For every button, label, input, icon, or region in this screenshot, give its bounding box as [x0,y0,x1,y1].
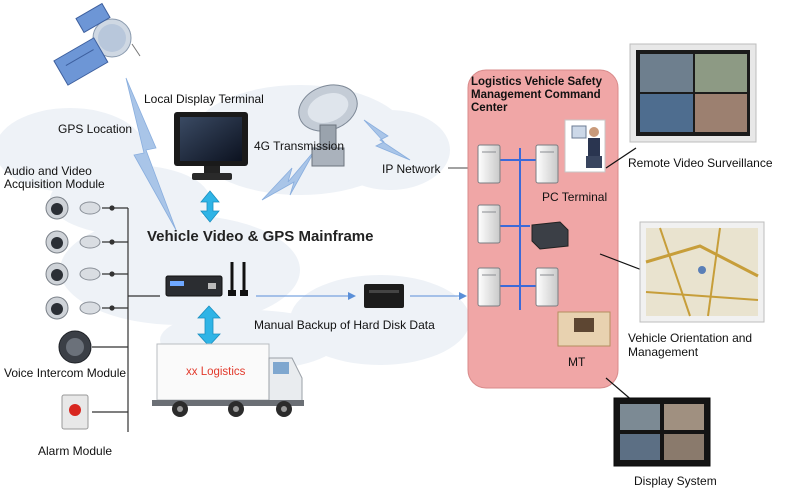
gps-location-label: GPS Location [58,122,133,136]
av-module-label-line1: Audio and Video [4,164,92,178]
ip-network-label: IP Network [382,162,441,176]
manual-backup-label: Manual Backup of Hard Disk Data [254,318,435,332]
display-system-icon [613,397,711,467]
monitor-icon [174,112,248,180]
dvr-icon [165,262,248,297]
mainframe-label: Vehicle Video & GPS Mainframe [147,228,374,245]
switch-icon [531,221,569,250]
transmission-4g-label: 4G Transmission [254,139,345,153]
server-icon [477,144,559,307]
camera-icon [45,196,69,320]
voice-intercom-label: Voice Intercom Module [4,366,127,380]
truck-brand-label: xx Logistics [186,366,246,378]
dome-camera-icon [79,201,101,315]
satellite-icon [53,2,141,86]
intercom-icon [58,330,92,364]
truck-icon [152,343,304,417]
pc-terminal-label: PC Terminal [542,190,608,204]
server-slots [482,151,554,276]
command-center-bus [500,148,536,310]
hard-disk-icon [364,284,404,308]
wireless-signals [125,77,411,231]
surveillance-screen-icon [629,43,757,143]
satellite-dish-icon [298,84,358,167]
command-center-title: Logistics Vehicle Safety Management Comm… [471,76,603,114]
map-icon [639,221,765,323]
operator-icon [564,119,606,173]
vehicle-orientation-label-line1: Vehicle Orientation and [628,331,753,345]
module-bus [92,205,160,432]
mt-label: MT [568,355,586,369]
mobile-terminal-icon [557,311,611,347]
alarm-icon [61,394,89,430]
vehicle-orientation-label-line2: Management [628,345,699,359]
av-module-label-line2: Acquisition Module [4,177,105,191]
display-system-label: Display System [634,474,717,488]
remote-video-label: Remote Video Surveillance [628,156,773,170]
local-display-label: Local Display Terminal [144,92,264,106]
alarm-module-label: Alarm Module [38,444,113,458]
